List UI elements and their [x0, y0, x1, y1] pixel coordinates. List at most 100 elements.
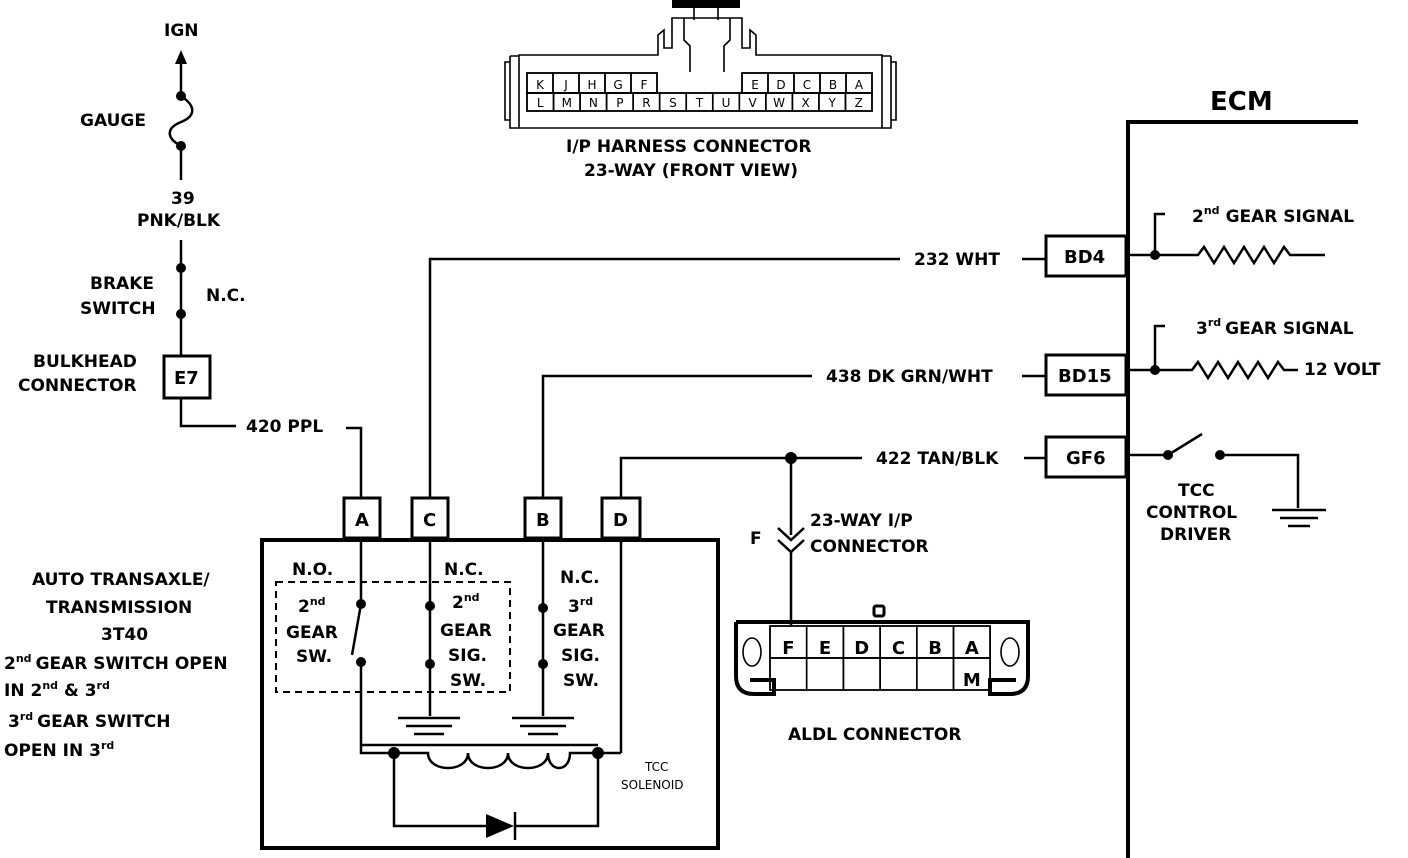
- third-gear-signal-switch: [538, 538, 548, 716]
- ip-harness-bottom-pin: N: [589, 96, 598, 110]
- ip-harness-top-pin: G: [613, 78, 622, 92]
- wire-438-label: 438 DK GRN/WHT: [826, 367, 993, 387]
- ign-arrow: [175, 50, 187, 95]
- transaxle-line1: AUTO TRANSAXLE/: [32, 570, 210, 590]
- sw2-line2: GEAR: [440, 621, 492, 641]
- tcc-solenoid-line1: TCC: [644, 760, 668, 774]
- ip-harness-bottom-pin: X: [802, 96, 810, 110]
- sw2-line3: SIG.: [448, 646, 487, 666]
- wire-39-color: PNK/BLK: [137, 211, 221, 231]
- aldl-pin: A: [965, 638, 979, 659]
- transaxle-pins: A C B D: [342, 496, 642, 540]
- ip-harness-title2: 23-WAY (FRONT VIEW): [584, 161, 798, 181]
- aldl-pin-m: M: [963, 670, 981, 691]
- second-gear-signal-circuit: [1128, 212, 1325, 266]
- transaxle-pin-d: D: [613, 510, 628, 531]
- gauge-fuse-symbol: [168, 91, 194, 180]
- ip-harness-top-pin: J: [563, 78, 568, 92]
- ecm-label: ECM: [1210, 87, 1273, 117]
- diode-icon: [392, 753, 600, 840]
- ip-harness-bottom-pin: T: [695, 96, 704, 110]
- ip-harness-bottom-pin: L: [537, 96, 544, 110]
- aldl-pin-m-cell: [952, 657, 992, 691]
- sw1-line1: 2nd: [298, 595, 326, 617]
- wire-232-label: 232 WHT: [914, 250, 1000, 270]
- wire-422-label: 422 TAN/BLK: [876, 449, 999, 469]
- ip-harness-bottom-pin: V: [748, 96, 757, 110]
- ecm-pin-bd15-label: BD15: [1058, 366, 1112, 387]
- tcc-driver-line2: CONTROL: [1146, 503, 1237, 523]
- brake-switch-line2: SWITCH: [80, 299, 156, 319]
- ecm-pin-gf6-label: GF6: [1066, 448, 1106, 469]
- tcc-driver-line3: DRIVER: [1160, 525, 1231, 545]
- switch-nc1-label: N.C.: [444, 560, 484, 580]
- ip-harness-bottom-pin: R: [642, 96, 650, 110]
- transaxle-box: [260, 538, 720, 850]
- sw2-line1: 2nd: [452, 591, 480, 613]
- wire-39-number: 39: [171, 189, 195, 209]
- ip-harness-bottom-pin: Y: [828, 96, 837, 110]
- ip-harness-title1: I/P HARNESS CONNECTOR: [566, 137, 811, 157]
- ip-harness-top-pin: E: [751, 78, 759, 92]
- transaxle-pin-a: A: [355, 510, 369, 531]
- tcc-driver-line1: TCC: [1178, 481, 1215, 501]
- aldl-pin: C: [892, 638, 905, 659]
- ip-connector-pin: F: [750, 529, 762, 549]
- aldl-pin: D: [854, 638, 869, 659]
- ecm-border: [1126, 120, 1358, 858]
- ip-harness-top-pin: H: [587, 78, 596, 92]
- ip-harness-bottom-pin: Z: [855, 96, 863, 110]
- transaxle-note2: IN 2nd & 3rd: [4, 679, 110, 701]
- transaxle-pin-c: C: [423, 510, 436, 531]
- sw2-line4: SW.: [450, 671, 486, 691]
- bulkhead-line2: CONNECTOR: [18, 376, 137, 396]
- wire-422: [619, 456, 862, 498]
- sw1-line3: SW.: [296, 647, 332, 667]
- sw3-line3: SIG.: [561, 646, 600, 666]
- ip-harness-top-pin: D: [776, 78, 785, 92]
- wire-438: [541, 374, 812, 498]
- wire-420: [179, 398, 236, 428]
- ip-harness-top-pin: A: [855, 78, 864, 92]
- wire-420-to-pin-a: [346, 426, 363, 498]
- aldl-pin-empty-cell: [879, 657, 918, 691]
- aldl-pin-empty-cell: [915, 657, 955, 691]
- aldl-label: ALDL CONNECTOR: [788, 725, 961, 745]
- ecm-pin-bd4: BD4: [1044, 234, 1128, 278]
- transaxle-line2: TRANSMISSION: [46, 598, 192, 618]
- ip-harness-bottom-pin: W: [773, 96, 785, 110]
- switch-enclosure: [275, 581, 511, 693]
- aldl-pin-empty-cell: [805, 657, 845, 691]
- bulkhead-line1: BULKHEAD: [33, 352, 137, 372]
- transaxle-line3: 3T40: [101, 625, 148, 645]
- sw3-line1: 3rd: [568, 595, 593, 617]
- ecm-pin-bd4-label: BD4: [1064, 247, 1105, 268]
- wire-420-label: 420 PPL: [246, 417, 323, 437]
- brake-switch-line1: BRAKE: [90, 274, 154, 294]
- transaxle-note4: OPEN IN 3rd: [4, 739, 114, 761]
- ecm-pin-gf6: GF6: [1044, 435, 1128, 479]
- ip-connector-line1: 23-WAY I/P: [810, 511, 913, 531]
- aldl-pin: E: [819, 638, 831, 659]
- aldl-pin: B: [928, 638, 942, 659]
- wire-232: [428, 257, 900, 498]
- ip-harness-top-pin: F: [641, 78, 648, 92]
- brake-switch-symbol: [176, 240, 186, 356]
- ip-harness-top-pin: K: [536, 78, 545, 92]
- ip-harness-bottom-pin-cell: [844, 92, 873, 112]
- third-gear-signal-circuit: [1128, 324, 1298, 381]
- brake-switch-state: N.C.: [206, 286, 246, 306]
- gauge-label: GAUGE: [80, 111, 146, 131]
- sw1-line2: GEAR: [286, 623, 338, 643]
- ip-harness-top-pin: B: [829, 78, 837, 92]
- aldl-pin-empty-cell: [842, 657, 881, 691]
- tcc-driver-ground-icon: [1272, 508, 1326, 528]
- switch-nc2-label: N.C.: [560, 568, 600, 588]
- ip-connector-line2: CONNECTOR: [810, 537, 929, 557]
- sw3-line2: GEAR: [553, 621, 605, 641]
- ip-harness-bottom-pin: M: [562, 96, 572, 110]
